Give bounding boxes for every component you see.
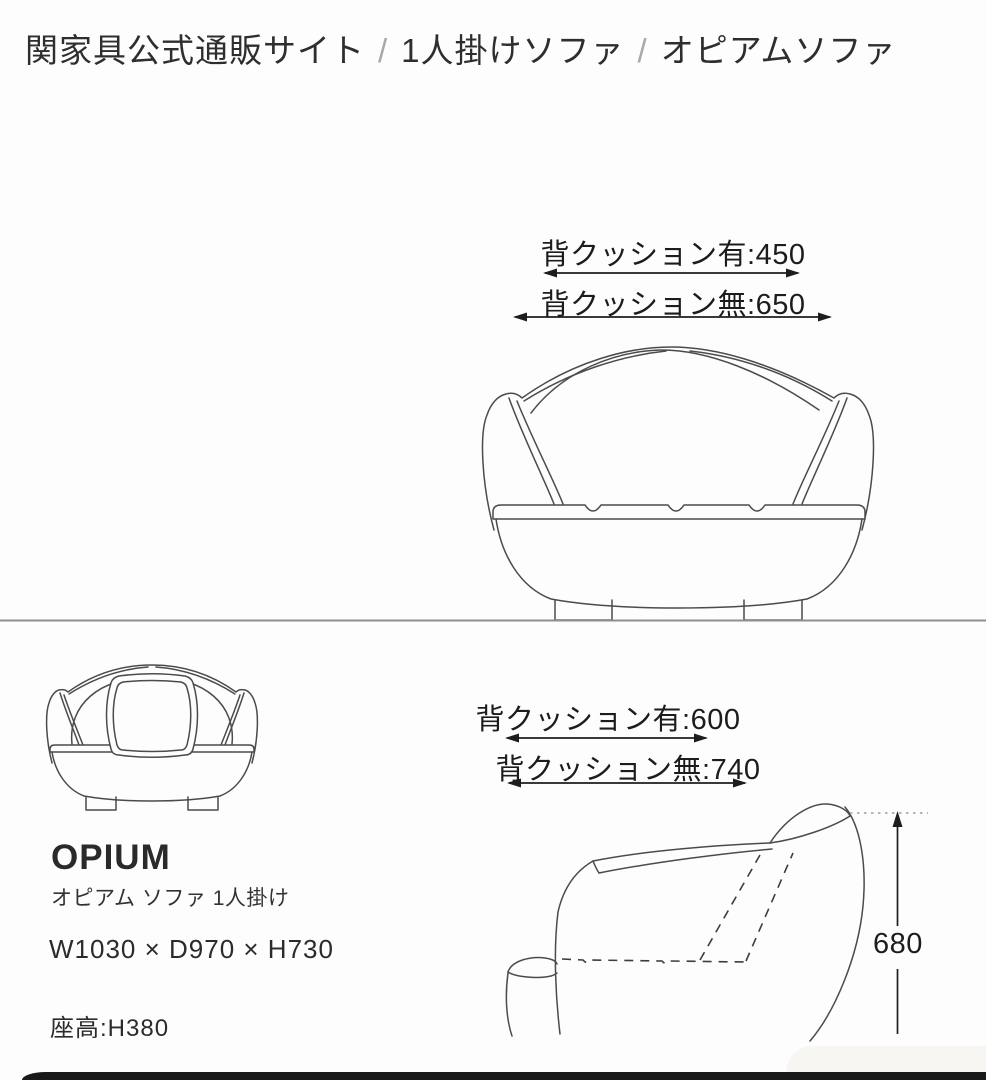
breadcrumb-separator: / xyxy=(637,32,648,69)
dimension-arrow-650 xyxy=(513,312,832,322)
thumb-arm-inner-left xyxy=(59,692,80,746)
dimension-arrow-450 xyxy=(543,268,800,278)
front-arm-inner-right-piping xyxy=(792,400,840,505)
product-seat-height: 座高:H380 xyxy=(50,1015,170,1042)
product-name: OPIUM xyxy=(51,838,171,877)
thumbnail-sofa-drawing xyxy=(45,664,259,811)
side-hidden-seat-diagonal-1 xyxy=(699,854,761,961)
front-base xyxy=(495,518,863,609)
thumb-back-cushion xyxy=(105,673,199,758)
front-width-with-cushion-label: 背クッション有:450 xyxy=(540,239,806,271)
product-subtitle: オピアム ソファ 1人掛け xyxy=(51,887,290,910)
side-front-leg-side xyxy=(505,972,513,1037)
side-arm-front-cap xyxy=(592,860,600,874)
side-backrest-top-inner xyxy=(769,815,851,844)
thumb-arm-inner-right xyxy=(224,692,245,746)
thumb-leg-left xyxy=(85,796,117,811)
breadcrumb-item-current: オピアムソファ xyxy=(660,32,897,69)
front-arm-inner-right xyxy=(801,397,848,505)
side-hidden-seat-diagonal-2 xyxy=(745,852,794,962)
front-arm-inner-left-piping xyxy=(516,400,564,505)
breadcrumb-item-shop[interactable]: 関家具公式通販サイト xyxy=(25,32,365,69)
side-depth-with-cushion-label: 背クッション有:600 xyxy=(475,704,741,736)
side-hidden-seat-line xyxy=(561,958,746,965)
thumb-base xyxy=(51,751,253,802)
front-back-seam-left xyxy=(523,350,667,402)
dimension-arrow-600 xyxy=(505,733,708,743)
breadcrumb-item-category[interactable]: 1人掛けソファ xyxy=(401,32,625,69)
front-seat-band xyxy=(492,504,866,520)
front-leg-right xyxy=(743,599,803,621)
side-arm-top xyxy=(592,842,771,862)
dimension-arrow-680 xyxy=(850,811,928,1034)
breadcrumb-separator: / xyxy=(378,32,389,69)
thumb-outer-silhouette xyxy=(45,664,259,764)
front-inner-back-arch xyxy=(530,349,820,414)
product-overall-dimensions: W1030 × D970 × H730 xyxy=(49,934,334,964)
dimension-arrow-740 xyxy=(507,778,747,788)
thumb-arm-inner-left-piping xyxy=(63,694,84,746)
next-section-dark-bar xyxy=(22,1072,986,1080)
front-outer-silhouette xyxy=(481,346,875,531)
side-front-leg-top xyxy=(507,956,558,973)
breadcrumb: 関家具公式通販サイト / 1人掛けソファ / オピアムソファ xyxy=(25,24,986,72)
thumb-back-seam-left xyxy=(68,666,149,695)
side-front-edge xyxy=(554,860,594,1035)
front-view-sofa-drawing xyxy=(481,346,875,621)
thumb-back-cushion-inner xyxy=(112,679,192,753)
side-backrest-top-outer xyxy=(769,803,851,844)
front-width-without-cushion-label: 背クッション無:650 xyxy=(540,289,806,321)
thumb-arm-inner-right-piping xyxy=(220,694,241,746)
side-height-label: 680 xyxy=(873,928,923,960)
side-front-leg-rim xyxy=(507,971,558,979)
side-back-outer xyxy=(809,806,865,1042)
thumb-leg-right xyxy=(187,796,219,811)
side-view-sofa-drawing xyxy=(505,803,865,1042)
front-arm-inner-left xyxy=(508,397,555,505)
side-arm-top-piping xyxy=(598,848,773,874)
thumb-back-seam-right xyxy=(155,666,236,695)
side-depth-without-cushion-label: 背クッション無:740 xyxy=(495,754,761,786)
front-back-seam-right xyxy=(689,350,833,402)
bottom-card-shadow xyxy=(786,1046,986,1073)
